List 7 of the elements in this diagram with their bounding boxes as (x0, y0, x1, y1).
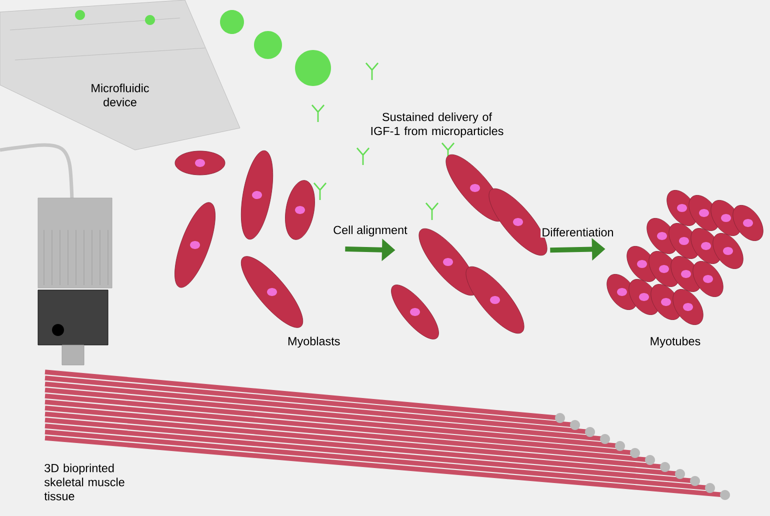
delivery-label: Sustained delivery of IGF-1 from microparticles (371, 112, 504, 138)
tissue-label: 3D bioprinted skeletal muscle tissue (44, 464, 124, 500)
edge-label: Cell alignment (332, 224, 409, 238)
node-label: Myoblasts (288, 336, 340, 348)
edge-label: Differentiation (540, 226, 615, 238)
node-label: Myotubes (650, 336, 700, 348)
device-label: Microfluidic device (92, 84, 149, 106)
